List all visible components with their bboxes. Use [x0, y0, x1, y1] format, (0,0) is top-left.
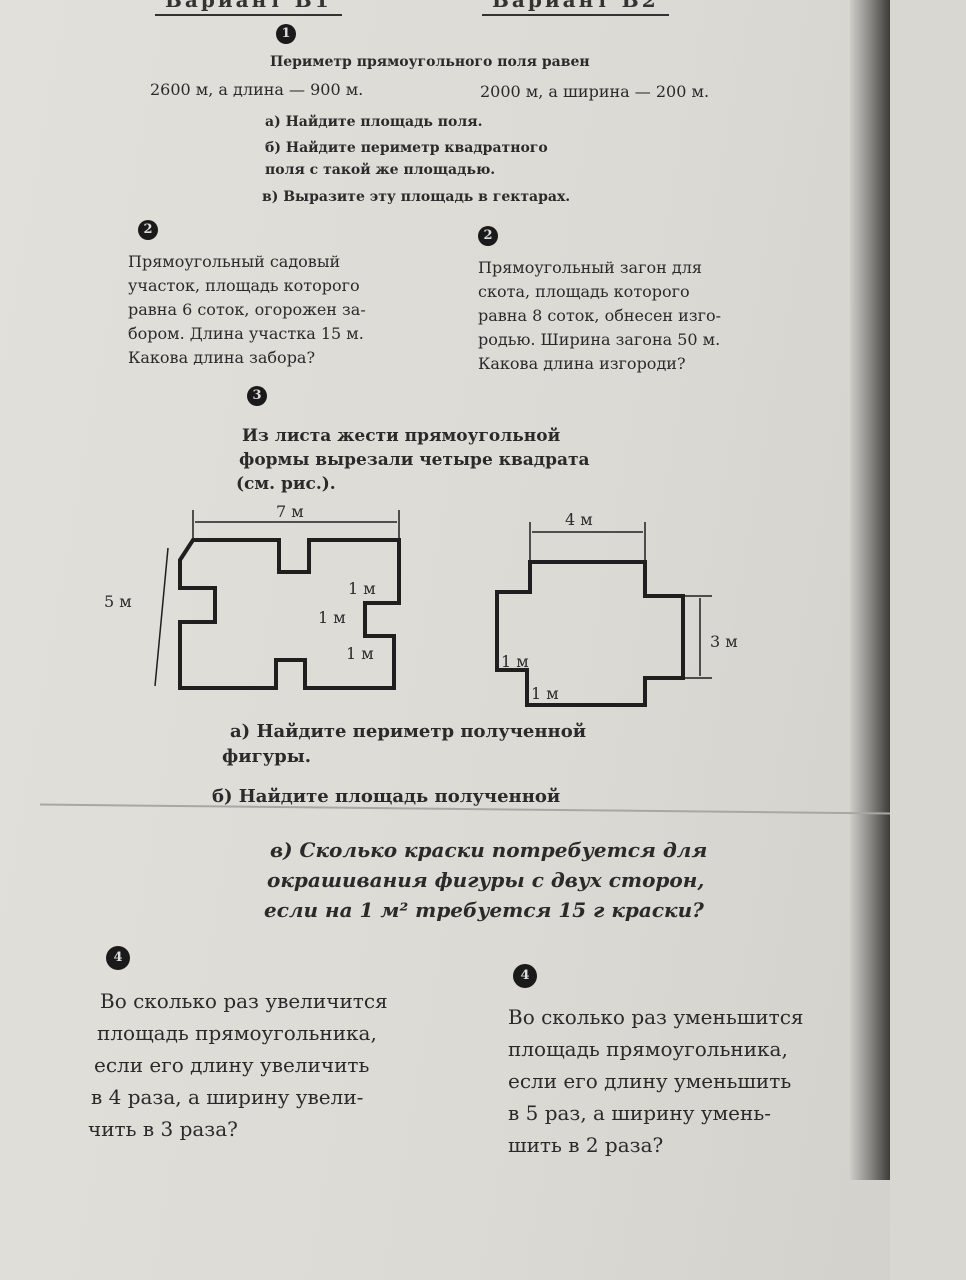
- text-line: родью. Ширина загона 50 м.: [478, 330, 721, 349]
- task-number: 2: [138, 220, 158, 240]
- text-line: формы вырезали четыре квадрата: [239, 450, 590, 470]
- text-line: площадь прямоугольника,: [508, 1037, 788, 1061]
- text-line: в 5 раз, а ширину умень-: [508, 1101, 771, 1125]
- worksheet-page: [0, 0, 900, 1280]
- task3-b: б) Найдите площадь полученной: [212, 786, 561, 807]
- task1-a: а) Найдите площадь поля.: [265, 114, 483, 130]
- text-line: Какова длина забора?: [128, 348, 316, 367]
- task1-c: в) Выразите эту площадь в гектарах.: [262, 189, 571, 205]
- text-line: если его длину увеличить: [94, 1053, 370, 1077]
- task1-right: 2000 м, а ширина — 200 м.: [480, 82, 710, 101]
- variant-left-header: Вариант Б1: [155, 0, 342, 16]
- text-line: равна 8 соток, обнесен изго-: [478, 306, 721, 325]
- text-line: (см. рис.).: [236, 474, 336, 494]
- text-line: участок, площадь которого: [128, 276, 360, 295]
- fig1-notch-label: 1 м: [318, 608, 346, 627]
- fig1-height-label: 5 м: [104, 592, 132, 611]
- dimension-lines: [154, 510, 712, 687]
- text-line: площадь прямоугольника,: [97, 1021, 377, 1045]
- fig2-height-label: 3 м: [710, 632, 738, 651]
- task1-intro: Периметр прямоугольного поля равен: [270, 54, 590, 70]
- task1-b1: б) Найдите периметр квадратного: [265, 140, 548, 156]
- text-line: бором. Длина участка 15 м.: [128, 324, 364, 343]
- task-number: 3: [247, 386, 267, 406]
- text-line: Прямоугольный загон для: [478, 258, 702, 277]
- task1-left: 2600 м, а длина — 900 м.: [150, 80, 364, 99]
- task-number: 4: [513, 964, 537, 988]
- task3-a2: фигуры.: [222, 746, 312, 767]
- variant-right-header: Вариант Б2: [482, 0, 669, 16]
- text-line: Из листа жести прямоугольной: [242, 426, 561, 446]
- text-line: Во сколько раз уменьшится: [508, 1005, 804, 1029]
- figure-1-shape: [178, 538, 401, 690]
- text-line: шить в 2 раза?: [508, 1133, 664, 1157]
- fig2-width-label: 4 м: [565, 510, 593, 529]
- text-line: Какова длина изгороди?: [478, 354, 686, 373]
- task-number: 4: [106, 946, 130, 970]
- text-line: равна 6 соток, огорожен за-: [128, 300, 366, 319]
- background: [890, 0, 966, 1280]
- text-line: в) Сколько краски потребуется для: [270, 838, 708, 862]
- text-line: скота, площадь которого: [478, 282, 690, 301]
- task1-b2: поля с такой же площадью.: [265, 162, 496, 178]
- text-line: если его длину уменьшить: [508, 1069, 792, 1093]
- task-number: 1: [276, 24, 296, 44]
- task3-a1: а) Найдите периметр полученной: [230, 721, 587, 742]
- fig1-width-label: 7 м: [276, 502, 304, 521]
- text-line: если на 1 м² требуется 15 г краски?: [264, 898, 704, 922]
- task-number: 2: [478, 226, 498, 246]
- text-line: чить в 3 раза?: [88, 1117, 238, 1141]
- fig1-notch-label: 1 м: [346, 644, 374, 663]
- figure-2-shape: [495, 560, 685, 707]
- page-edge: [850, 0, 890, 1180]
- text-line: Во сколько раз увеличится: [100, 989, 388, 1013]
- fig2-notch-label: 1 м: [501, 652, 529, 671]
- fig1-notch-label: 1 м: [348, 579, 376, 598]
- fig2-notch-label: 1 м: [531, 684, 559, 703]
- text-line: окрашивания фигуры с двух сторон,: [267, 868, 705, 892]
- text-line: Прямоугольный садовый: [128, 252, 341, 271]
- text-line: в 4 раза, а ширину увели-: [91, 1085, 364, 1109]
